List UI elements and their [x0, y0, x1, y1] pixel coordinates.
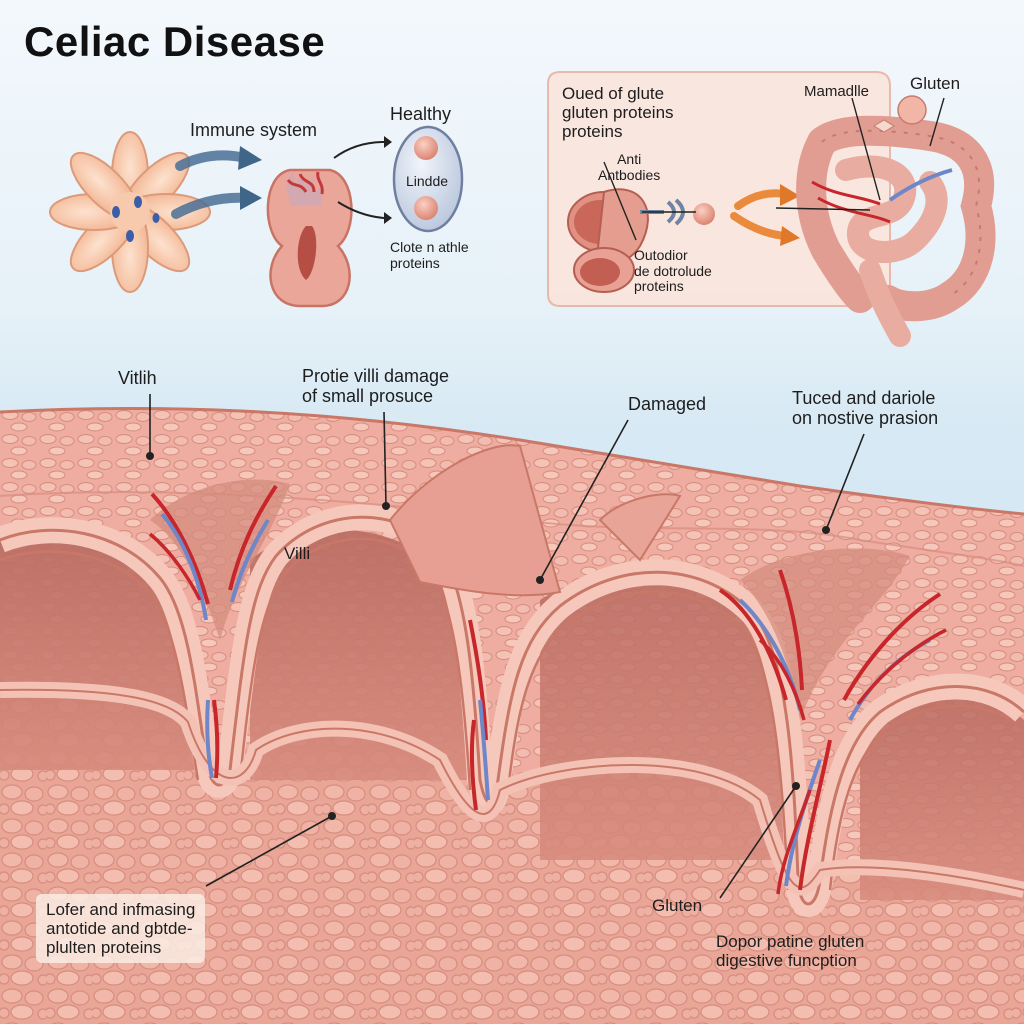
inset-heading-line-3: proteins: [562, 122, 623, 142]
protie-label: Protie villi damage of small prosuce: [302, 366, 449, 406]
outodior-line-2: de dotrolude: [634, 262, 712, 279]
outodior-line-1: Outodior: [634, 247, 688, 263]
page-title: Celiac Disease: [24, 18, 326, 65]
dopor-line-2: digestive funcption: [716, 951, 857, 971]
clote-line-2: proteins: [390, 254, 440, 271]
orange-arrows: [730, 184, 800, 246]
capsule-label: Lindde: [406, 173, 449, 189]
antibodies-label: Anti Antbodies: [598, 151, 661, 183]
outodior-line-3: proteins: [634, 278, 684, 295]
dopor-line-1: Dopor patine gluten: [716, 932, 865, 951]
outodior-label: Outodior de dotrolude proteins: [634, 247, 712, 295]
clote-line-1: Clote n athle: [390, 239, 469, 255]
vitlih-label: Vitlih: [118, 368, 157, 388]
damaged-label: Damaged: [628, 394, 707, 414]
protie-line-2: of small prosuce: [302, 386, 434, 407]
intestines-organ: [796, 95, 996, 347]
tuced-line-1: Tuced and dariole: [792, 388, 936, 408]
mamadle-label: Mamadlle: [804, 83, 870, 100]
tissue-cross-section: [0, 406, 1024, 1024]
antibodies-line-2: Antbodies: [598, 166, 661, 183]
tuced-label: Tuced and dariole on nostive prasion: [792, 388, 938, 428]
dopor-label: Dopor patine gluten digestive funcption: [716, 932, 864, 970]
lofer-line-1: Lofer and infmasing: [46, 900, 196, 919]
villi-label: Villi: [284, 544, 311, 563]
healthy-arrows: [333, 136, 392, 224]
healthy-label: Healthy: [390, 104, 452, 124]
lofer-line-3: plulten proteins: [46, 938, 162, 958]
inset-gluten-label: Gluten: [910, 74, 961, 93]
antibodies-line-1: Anti: [617, 151, 642, 167]
clote-label: Clote n athle proteins: [390, 239, 469, 271]
immune-system-label: Immune system: [190, 120, 318, 140]
intestine-segment: [567, 188, 649, 293]
immune-cell-flower: [49, 131, 211, 293]
inset-heading-line-2: gluten proteins: [562, 103, 674, 123]
lofer-line-2: antotide and gbtde-: [46, 919, 193, 939]
protie-line-1: Protie villi damage: [302, 366, 450, 386]
lofer-label: Lofer and infmasing antotide and gbtde- …: [36, 894, 206, 964]
flow-arrows: [171, 146, 262, 219]
inset-heading: Oued of glute gluten proteins proteins: [562, 84, 674, 141]
villus-crypt-icon: [266, 168, 353, 308]
inset-heading-line-1: Oued of glute: [562, 84, 665, 103]
bottom-gluten-label: Gluten: [652, 896, 703, 915]
healthy-capsule: [392, 125, 464, 233]
leader-lines: [146, 97, 945, 899]
blood-vessels: [148, 484, 947, 895]
tuced-line-2: on nostive prasion: [792, 408, 939, 429]
